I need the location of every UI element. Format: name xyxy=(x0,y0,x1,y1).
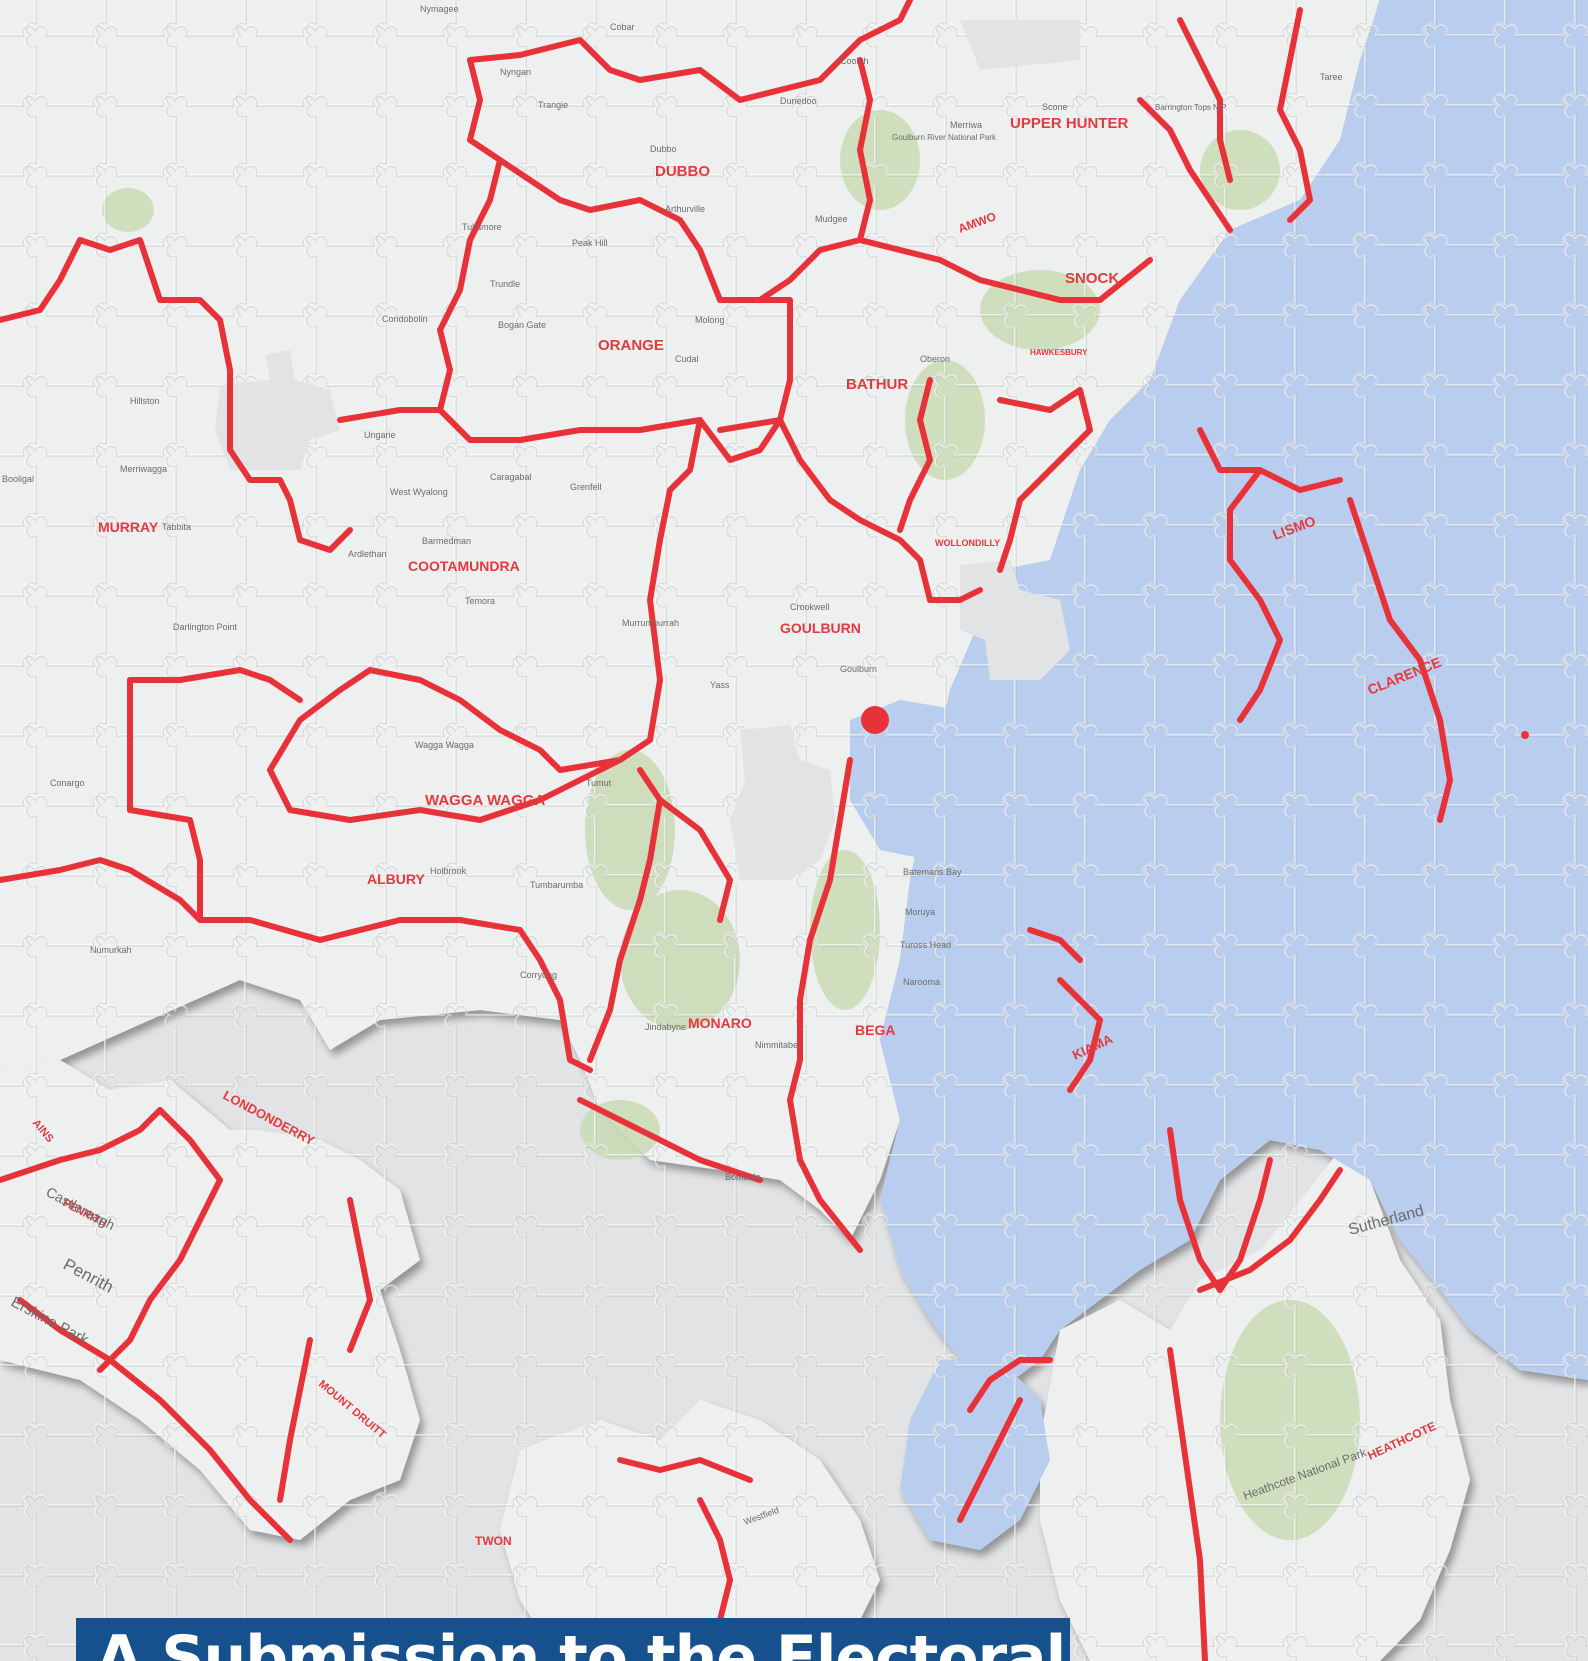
place-cobar: Cobar xyxy=(610,22,635,32)
title-banner: A Submission to the Electoral xyxy=(76,1618,1070,1661)
place-nimmitabel: Nimmitabel xyxy=(755,1040,800,1050)
label-snock: SNOCK xyxy=(1065,270,1119,287)
page-title: A Submission to the Electoral xyxy=(96,1623,1066,1661)
place-conargo: Conargo xyxy=(50,778,85,788)
place-nymagee: Nymagee xyxy=(420,4,459,14)
label-dubbo: DUBBO xyxy=(655,163,710,180)
electoral-boundaries xyxy=(0,0,1453,1661)
place-tuross-head: Tuross Head xyxy=(900,940,951,950)
place-corryong: Corryong xyxy=(520,970,557,980)
place-narooma: Narooma xyxy=(903,977,940,987)
place-condobolin: Condobolin xyxy=(382,314,428,324)
label-wollondilly: WOLLONDILLY xyxy=(935,538,1000,548)
place-oberon: Oberon xyxy=(920,354,950,364)
place-dubbo: Dubbo xyxy=(650,144,677,154)
place-tumbarumba: Tumbarumba xyxy=(530,880,583,890)
label-bega: BEGA xyxy=(855,1022,895,1038)
place-tabbita: Tabbita xyxy=(162,522,191,532)
place-barmedman: Barmedman xyxy=(422,536,471,546)
place-goulburn: Goulburn xyxy=(840,664,877,674)
place-coolah: Coolah xyxy=(840,56,869,66)
label-cootamundra: COOTAMUNDRA xyxy=(408,558,520,574)
place-grenfell: Grenfell xyxy=(570,482,602,492)
place-arthurville: Arthurville xyxy=(665,204,705,214)
place-trangie: Trangie xyxy=(538,100,568,110)
place-jindabyne: Jindabyne xyxy=(645,1022,686,1032)
label-orange: ORANGE xyxy=(598,337,664,354)
place-tullamore: Tullamore xyxy=(462,222,502,232)
place-caragabal: Caragabal xyxy=(490,472,532,482)
missing-pieces xyxy=(215,20,1080,880)
place-holbrook: Holbrook xyxy=(430,866,467,876)
place-temora: Temora xyxy=(465,596,495,606)
boundary-dot xyxy=(1521,731,1529,739)
place-goulburn-river-national-park: Goulburn River National Park xyxy=(892,133,997,142)
place-cudal: Cudal xyxy=(675,354,699,364)
place-crookwell: Crookwell xyxy=(790,602,830,612)
place-bogan-gate: Bogan Gate xyxy=(498,320,546,330)
place-peak-hill: Peak Hill xyxy=(572,238,608,248)
label-albury: ALBURY xyxy=(367,871,425,887)
place-moruya: Moruya xyxy=(905,907,935,917)
label-goulburn: GOULBURN xyxy=(780,620,861,636)
place-bombala: Bombala xyxy=(725,1172,761,1182)
place-trundle: Trundle xyxy=(490,279,520,289)
place-hillston: Hillston xyxy=(130,396,160,406)
place-wagga-wagga: Wagga Wagga xyxy=(415,740,474,750)
label-hawkesbury: HAWKESBURY xyxy=(1030,348,1088,357)
place-scone: Scone xyxy=(1042,102,1068,112)
place-taree: Taree xyxy=(1320,72,1343,82)
place-batemans-bay: Batemans Bay xyxy=(903,867,962,877)
label-bathurst: BATHUR xyxy=(846,376,908,393)
label-murray: MURRAY xyxy=(98,519,159,535)
place-west-wyalong: West Wyalong xyxy=(390,487,448,497)
place-mudgee: Mudgee xyxy=(815,214,848,224)
place-booligal: Booligal xyxy=(2,474,34,484)
place-molong: Molong xyxy=(695,315,725,325)
place-nyngan: Nyngan xyxy=(500,67,531,77)
label-twon: TWON xyxy=(475,1534,512,1548)
place-merriwa: Merriwa xyxy=(950,120,982,130)
place-ungarie: Ungarie xyxy=(364,430,396,440)
place-merriwagga: Merriwagga xyxy=(120,464,167,474)
place-barrington-tops-n-p: Barrington Tops N.P. xyxy=(1155,103,1228,112)
place-tumut: Tumut xyxy=(586,778,612,788)
boundary-blob xyxy=(861,706,889,734)
place-darlington-point: Darlington Point xyxy=(173,622,238,632)
place-numurkah: Numurkah xyxy=(90,945,132,955)
place-ardlethan: Ardlethan xyxy=(348,549,387,559)
place-dunedoo: Dunedoo xyxy=(780,96,817,106)
place-yass: Yass xyxy=(710,680,730,690)
label-wagga-wagga: WAGGA WAGGA xyxy=(425,792,545,809)
label-upper-hunter: UPPER HUNTER xyxy=(1010,115,1129,132)
label-monaro: MONARO xyxy=(688,1015,752,1031)
place-murrumburrah: Murrumburrah xyxy=(622,618,679,628)
